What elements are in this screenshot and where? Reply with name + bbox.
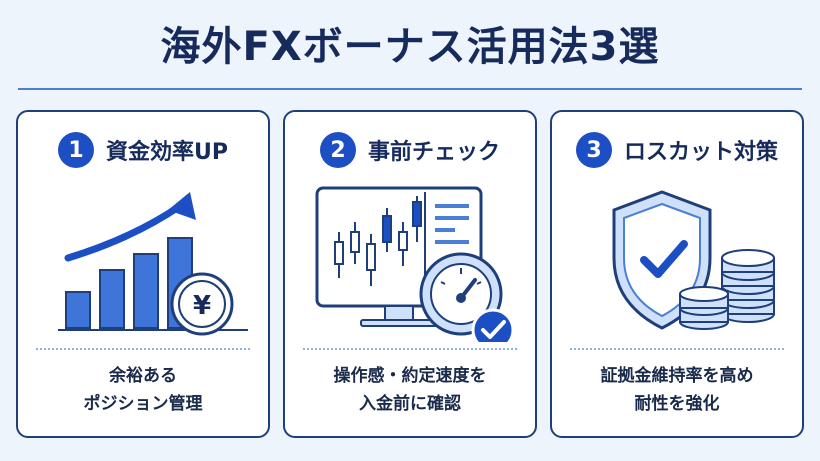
- description-line: 操作感・約定速度を: [333, 366, 487, 386]
- card-pre-check: 2 事前チェック: [283, 110, 537, 438]
- number-badge: 3: [575, 132, 612, 168]
- card-capital-efficiency: 1 資金効率UP ¥ 余裕ある ポジション管理: [16, 110, 270, 438]
- card-divider: [570, 348, 784, 350]
- number-badge: 2: [319, 132, 356, 168]
- card-description: 証拠金維持率を高め 耐性を強化: [552, 362, 802, 418]
- description-line: ポジション管理: [83, 394, 203, 414]
- card-title: 事前チェック: [367, 140, 500, 165]
- number-badge: 1: [58, 132, 94, 168]
- card-header: 1 資金効率UP: [18, 132, 268, 168]
- card-header: 3 ロスカット対策: [552, 132, 802, 168]
- page-title: 海外FXボーナス活用法3選: [160, 24, 660, 70]
- title-divider: [18, 88, 802, 90]
- card-divider: [303, 348, 517, 350]
- description-line: 入金前に確認: [359, 394, 461, 414]
- card-header: 2 事前チェック: [285, 132, 535, 168]
- card-description: 余裕ある ポジション管理: [18, 362, 268, 418]
- card-title: 資金効率UP: [106, 140, 228, 165]
- description-line: 証拠金維持率を高め: [600, 366, 754, 386]
- card-loss-cut-measures: 3 ロスカット対策 証拠金維持率を高め 耐性を強化: [550, 110, 804, 438]
- card-title: ロスカット対策: [623, 140, 778, 165]
- card-description: 操作感・約定速度を 入金前に確認: [285, 362, 535, 418]
- description-line: 余裕ある: [109, 366, 177, 386]
- yen-coin-symbol: ¥: [193, 291, 211, 321]
- monitor-speedometer-icon: [315, 186, 515, 342]
- shield-coins-icon: [612, 190, 775, 330]
- card-divider: [36, 348, 250, 350]
- growth-chart-icon: ¥: [58, 192, 248, 336]
- description-line: 耐性を強化: [634, 394, 720, 414]
